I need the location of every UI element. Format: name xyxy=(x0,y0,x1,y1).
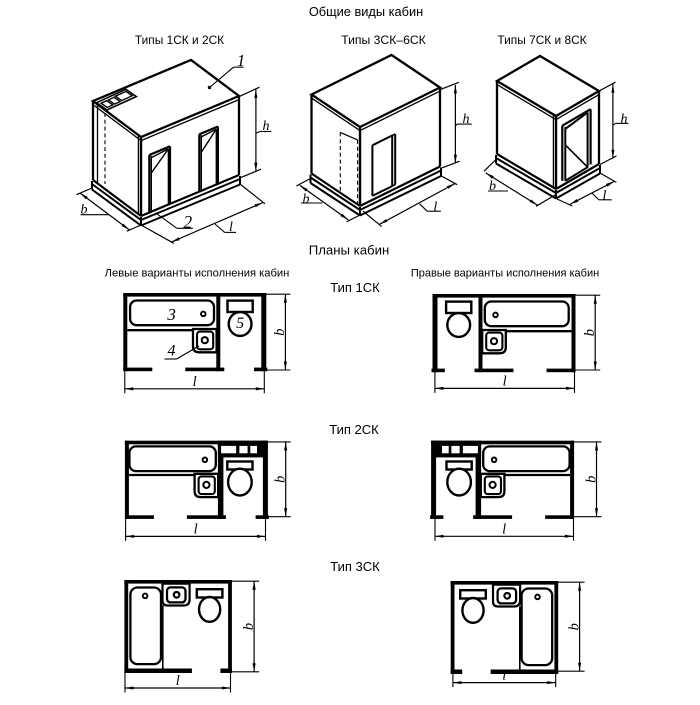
svg-text:Правые варианты исполнения каб: Правые варианты исполнения кабин xyxy=(411,268,599,280)
svg-text:h: h xyxy=(621,112,628,127)
svg-text:Планы кабин: Планы кабин xyxy=(309,243,390,258)
svg-text:b: b xyxy=(583,476,599,483)
svg-text:Типы 7СК и 8СК: Типы 7СК и 8СК xyxy=(497,33,586,47)
svg-text:Типы 3СК–6СК: Типы 3СК–6СК xyxy=(341,33,426,47)
svg-text:b: b xyxy=(272,328,288,335)
svg-text:1: 1 xyxy=(237,51,246,70)
svg-text:Тип 2СК: Тип 2СК xyxy=(329,422,379,437)
svg-text:l: l xyxy=(229,220,233,235)
svg-text:l: l xyxy=(503,373,507,389)
svg-text:Тип 1СК: Тип 1СК xyxy=(330,280,380,295)
svg-text:b: b xyxy=(489,179,496,194)
svg-text:b: b xyxy=(566,623,582,630)
svg-text:b: b xyxy=(81,203,88,218)
svg-text:4: 4 xyxy=(168,343,176,360)
svg-text:Левые варианты исполнения каби: Левые варианты исполнения кабин xyxy=(105,268,290,280)
svg-text:3: 3 xyxy=(166,305,176,324)
svg-text:Тип 3СК: Тип 3СК xyxy=(330,559,380,574)
svg-text:l: l xyxy=(502,521,506,537)
svg-text:b: b xyxy=(241,623,257,630)
svg-text:b: b xyxy=(273,476,289,483)
svg-text:l: l xyxy=(176,673,180,689)
svg-text:l: l xyxy=(502,668,506,684)
svg-text:Типы 1СК и 2СК: Типы 1СК и 2СК xyxy=(135,33,224,47)
svg-text:b: b xyxy=(582,329,598,336)
svg-text:l: l xyxy=(433,200,437,215)
svg-text:l: l xyxy=(602,189,606,204)
svg-text:l: l xyxy=(193,374,197,390)
svg-text:Общие виды кабин: Общие виды кабин xyxy=(309,4,423,19)
svg-text:2: 2 xyxy=(183,212,192,232)
svg-text:5: 5 xyxy=(236,315,244,332)
svg-text:h: h xyxy=(263,119,270,134)
svg-text:l: l xyxy=(194,521,198,537)
svg-text:h: h xyxy=(463,112,470,127)
svg-text:b: b xyxy=(303,192,310,207)
